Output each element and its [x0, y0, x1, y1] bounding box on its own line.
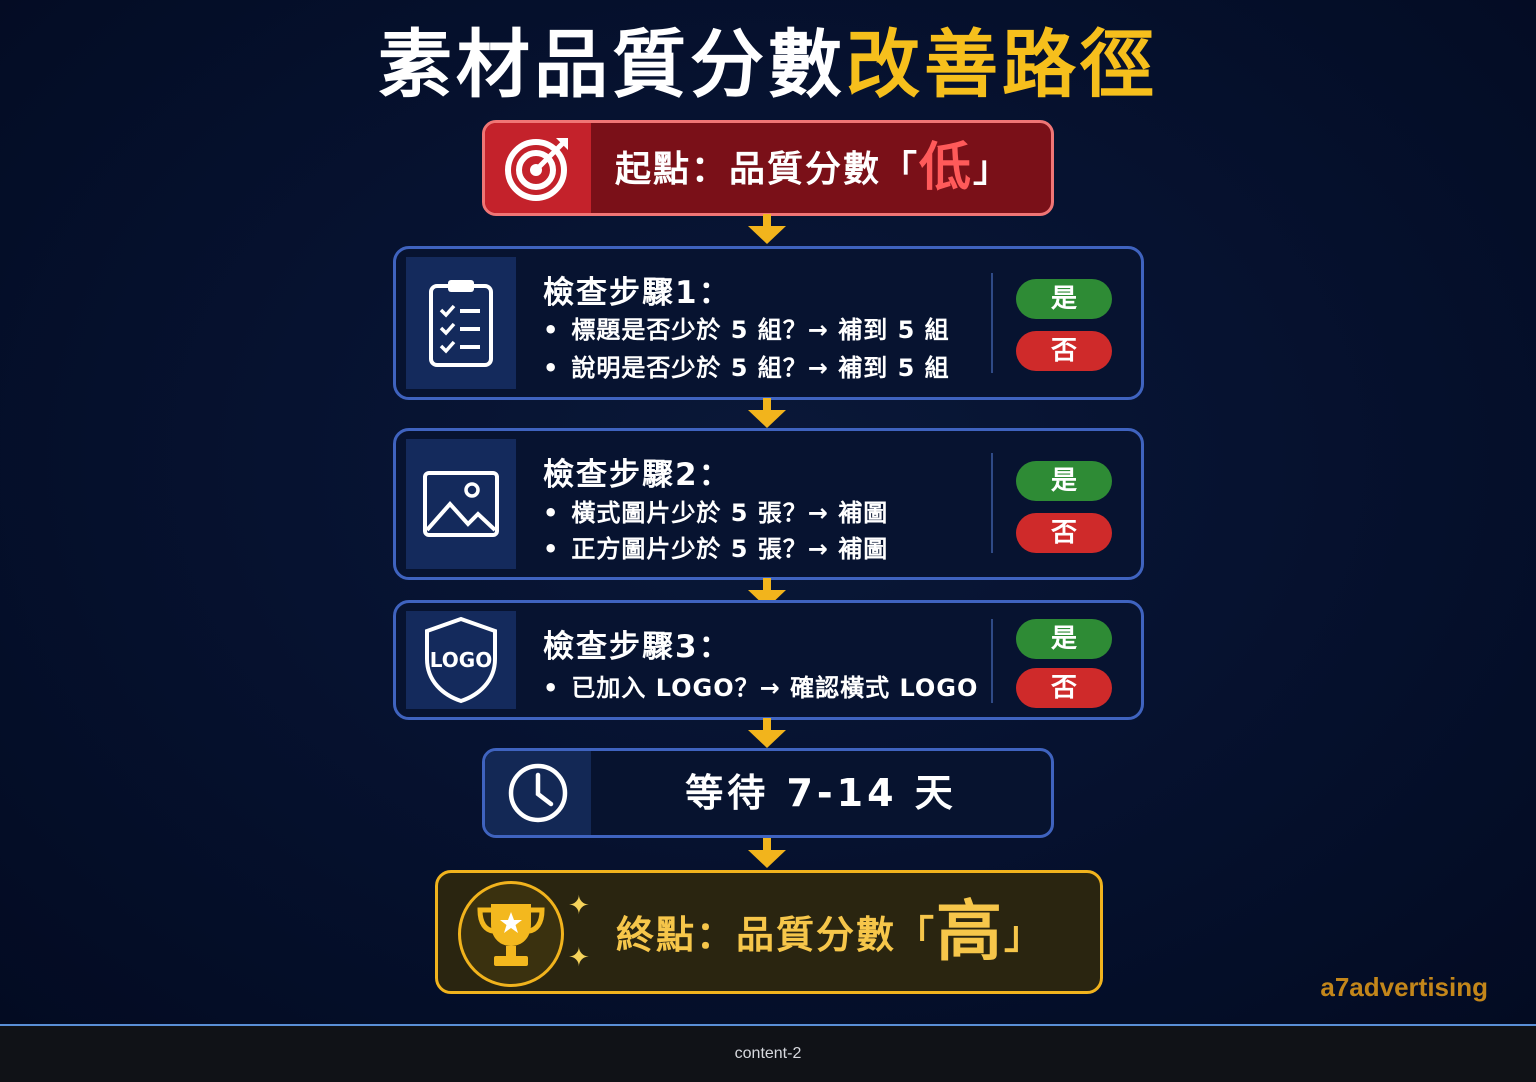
step-2-divider	[991, 453, 993, 553]
step-3-divider	[991, 619, 993, 703]
sparkle-icon: ✦	[568, 891, 590, 921]
step-2-yes-badge: 是	[1016, 461, 1112, 501]
step-2-line-1: 橫式圖片少於 5 張？→ 補圖	[543, 495, 888, 531]
start-label-emphasis: 低	[919, 138, 974, 198]
sparkle-icon: ✦	[568, 943, 590, 973]
flow-arrow	[748, 718, 786, 748]
step-1-heading: 檢查步驟1：	[543, 275, 732, 311]
trophy-icon	[477, 904, 545, 966]
logo-shield-text: LOGO	[430, 648, 492, 672]
step-1-line-2: 說明是否少於 5 組？→ 補到 5 組	[543, 349, 950, 387]
step-3-icon-box: LOGO	[406, 611, 516, 709]
step-1-lines: 標題是否少於 5 組？→ 補到 5 組 說明是否少於 5 組？→ 補到 5 組	[543, 311, 950, 387]
start-label-text: 起點：品質分數「	[615, 149, 920, 190]
target-icon	[505, 138, 568, 201]
step-1-divider	[991, 273, 993, 373]
clock-icon	[508, 763, 568, 823]
wait-label: 等待 7-14 天	[685, 771, 957, 815]
infographic-canvas: 素材品質分數改善路徑 起點：品質分數「低」	[0, 0, 1536, 1024]
step-1-yes-badge: 是	[1016, 279, 1112, 319]
step-2-no-badge: 否	[1016, 513, 1112, 553]
start-node: 起點：品質分數「低」	[482, 120, 1054, 216]
step-3-no-badge: 否	[1016, 668, 1112, 708]
end-node: ✦ ✦ 終點：品質分數「高」	[435, 870, 1103, 994]
step-2-card: 檢查步驟2： 橫式圖片少於 5 張？→ 補圖 正方圖片少於 5 張？→ 補圖 是…	[393, 428, 1144, 580]
step-1-no-badge: 否	[1016, 331, 1112, 371]
end-label-close: 」	[1004, 913, 1045, 957]
footer-caption: content-2	[734, 1045, 802, 1062]
step-1-icon-box	[406, 257, 516, 389]
footer-bar: content-2	[0, 1024, 1536, 1082]
title-white-part: 素材品質分數	[378, 22, 846, 108]
step-2-icon-box	[406, 439, 516, 569]
step-1-line-1: 標題是否少於 5 組？→ 補到 5 組	[543, 311, 950, 349]
flow-arrow	[748, 398, 786, 428]
clipboard-checklist-icon	[429, 280, 493, 367]
flow-arrow	[748, 214, 786, 244]
step-3-card: LOGO 檢查步驟3： 已加入 LOGO？→ 確認橫式 LOGO 是 否	[393, 600, 1144, 720]
step-3-yes-badge: 是	[1016, 619, 1112, 659]
page-title: 素材品質分數改善路徑	[0, 22, 1536, 108]
start-label-close: 」	[973, 149, 1012, 190]
end-label: 終點：品質分數「高」	[616, 873, 1044, 991]
start-icon-box	[485, 123, 591, 213]
step-2-heading: 檢查步驟2：	[543, 457, 732, 493]
end-label-emphasis: 高	[936, 893, 1005, 970]
title-yellow-part: 改善路徑	[846, 22, 1158, 108]
step-3-heading: 檢查步驟3：	[543, 629, 732, 665]
end-label-text: 終點：品質分數「	[616, 913, 937, 957]
step-2-line-2: 正方圖片少於 5 張？→ 補圖	[543, 531, 888, 567]
flow-arrow	[748, 838, 786, 868]
brand-watermark: a7advertising	[1320, 972, 1488, 1002]
end-medal	[458, 881, 564, 987]
wait-node: 等待 7-14 天	[482, 748, 1054, 838]
logo-shield-icon: LOGO	[425, 616, 497, 704]
wait-icon-box	[485, 751, 591, 835]
start-label: 起點：品質分數「低」	[615, 123, 1011, 213]
step-1-card: 檢查步驟1： 標題是否少於 5 組？→ 補到 5 組 說明是否少於 5 組？→ …	[393, 246, 1144, 400]
step-3-lines: 已加入 LOGO？→ 確認橫式 LOGO	[543, 669, 978, 707]
step-2-lines: 橫式圖片少於 5 張？→ 補圖 正方圖片少於 5 張？→ 補圖	[543, 495, 888, 567]
step-3-line-1: 已加入 LOGO？→ 確認橫式 LOGO	[543, 669, 978, 707]
image-icon	[423, 471, 499, 537]
